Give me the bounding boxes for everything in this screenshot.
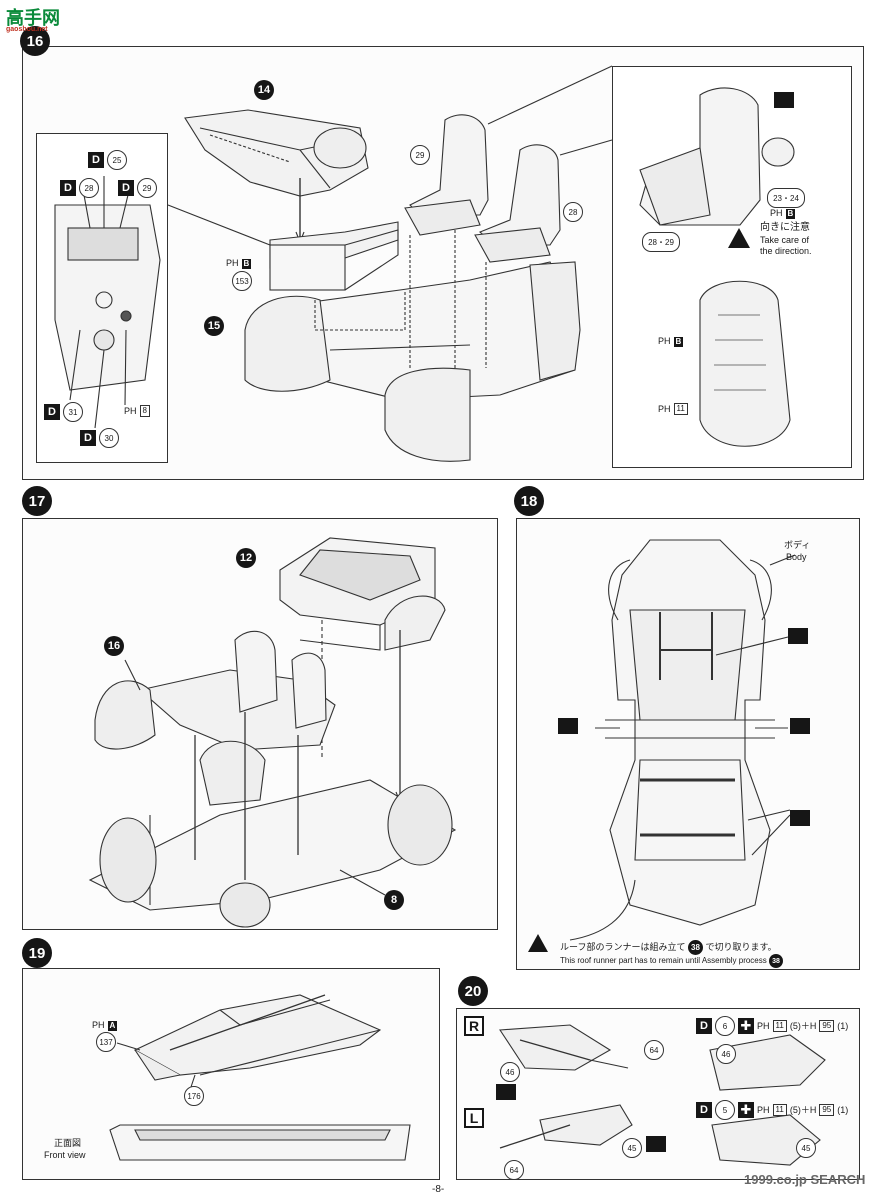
part-8-badge: 8 (384, 890, 404, 910)
warning-icon (528, 934, 548, 952)
front-view-label-en: Front view (44, 1150, 86, 1160)
paint-swatch-icon (558, 718, 578, 734)
page-number: -8- (432, 1184, 445, 1195)
callout-45-l-detail: 45 (796, 1138, 816, 1158)
watermark-1999: 1999.co.jp SEARCH (744, 1172, 866, 1187)
site-logo: 高手网 (6, 8, 60, 28)
care-note-en-2: the direction. (760, 246, 812, 256)
callout-64-l: 64 (504, 1160, 524, 1180)
decal-d6-formula: D 6 ✚ PH 11 (5)＋H 95 (1) (696, 1016, 848, 1036)
side-l-label: L (464, 1108, 484, 1128)
paint-swatch-icon (774, 92, 794, 108)
part-12-badge: 12 (236, 548, 256, 568)
callout-28: 28 (563, 202, 583, 222)
roof-runner-note-en: This roof runner part has to remain unti… (560, 954, 783, 968)
ph-a-label: PH A (92, 1020, 118, 1031)
step16-number-badge: 16 (20, 26, 50, 56)
ref-38-badge: 38 (769, 954, 783, 968)
callout-29: 29 (410, 145, 430, 165)
paint-swatch-icon (496, 1084, 516, 1100)
decal-d5-formula: D 5 ✚ PH 11 (5)＋H 95 (1) (696, 1100, 848, 1120)
callout-23-24: 23・24 (767, 188, 805, 208)
callout-153: 153 (232, 271, 252, 291)
plus-icon: ✚ (738, 1018, 754, 1034)
callout-176: 176 (184, 1086, 204, 1106)
plus-icon: ✚ (738, 1102, 754, 1118)
care-note-en-1: Take care of (760, 235, 810, 245)
site-logo-url: gaoshou.net (6, 26, 48, 33)
ph-b-label-seat: PH B (770, 208, 796, 219)
callout-64-r: 64 (644, 1040, 664, 1060)
body-label-jp: ボディ (784, 540, 811, 550)
ph-b-label: PH B (226, 258, 252, 269)
step19-number-badge: 19 (22, 938, 52, 968)
part-16-badge: 16 (104, 636, 124, 656)
front-view-label-jp: 正面図 (54, 1138, 82, 1148)
step20-number-badge: 20 (458, 976, 488, 1006)
callout-45-l: 45 (622, 1138, 642, 1158)
step17-number-badge: 17 (22, 486, 52, 516)
warning-icon (728, 228, 750, 248)
side-r-label: R (464, 1016, 484, 1036)
callout-28-29: 28・29 (642, 232, 680, 252)
paint-swatch-icon (646, 1136, 666, 1152)
part-14-badge: 14 (254, 80, 274, 100)
ph-11-label: PH 11 (658, 403, 688, 415)
callout-137: 137 (96, 1032, 116, 1052)
ph-8-label: PH 8 (124, 405, 150, 417)
paint-swatch-icon (790, 810, 810, 826)
callout-46-r-detail: 46 (716, 1044, 736, 1064)
care-note-jp: 向きに注意 (760, 222, 810, 233)
callout-46-r: 46 (500, 1062, 520, 1082)
ref-38-badge: 38 (687, 940, 703, 955)
step18-number-badge: 18 (514, 486, 544, 516)
body-label-en: Body (786, 552, 807, 562)
part-15-badge: 15 (204, 316, 224, 336)
paint-swatch-icon (788, 628, 808, 644)
ph-b-label-seatfront: PH B (658, 336, 684, 347)
paint-swatch-icon (790, 718, 810, 734)
roof-runner-note-jp: ルーフ部のランナーは組み立て 38 で切り取ります。 (560, 940, 777, 955)
